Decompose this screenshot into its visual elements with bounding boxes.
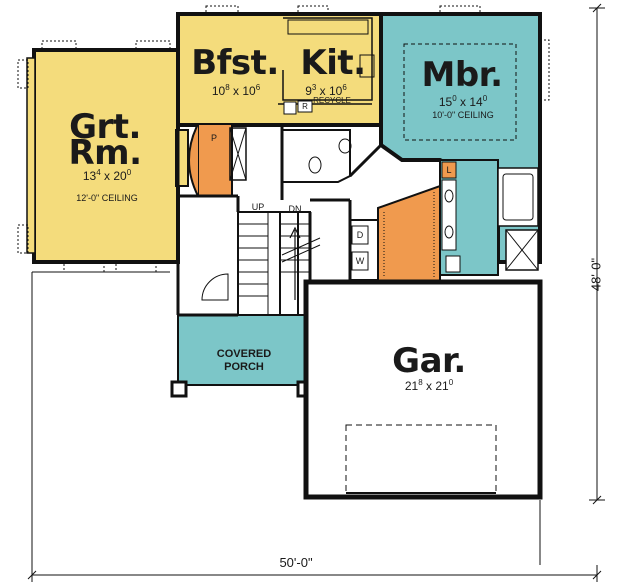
gr-w: 13 — [82, 169, 97, 183]
great-room-side-window-2 — [17, 224, 29, 254]
master-bedroom-name: Mbr. — [421, 55, 503, 95]
porch-label-2: PORCH — [224, 361, 264, 373]
kitchen-sink — [359, 54, 375, 78]
laundry-room — [349, 219, 379, 281]
breakfast-dimensions: 108 x 106 — [211, 83, 261, 98]
r-box — [297, 100, 313, 113]
k-w: 9 — [305, 84, 312, 98]
great-room-area — [32, 48, 180, 264]
porch-label-1: COVERED — [216, 348, 272, 360]
bf-d-in: 6 — [255, 83, 261, 92]
closet-x2 — [229, 127, 247, 181]
great-room-name-1: Grt. — [69, 107, 141, 147]
porch-column-left — [170, 380, 188, 398]
overall-width: 50'-0" — [279, 555, 313, 570]
dryer-label: D — [356, 230, 364, 240]
angled-wall — [348, 143, 383, 178]
tray-ceiling — [403, 43, 517, 141]
recycle-box — [283, 101, 297, 115]
breakfast-window — [205, 5, 239, 16]
great-room-bay-left — [26, 57, 36, 254]
gr-w-in: 4 — [96, 168, 101, 177]
mbr-d: 14 — [469, 95, 483, 109]
great-room-window-top-right — [135, 40, 171, 52]
linen-label: L — [446, 165, 452, 175]
tub-inner — [502, 173, 534, 221]
bf-w-in: 8 — [225, 83, 230, 92]
stairs-up-label: UP — [251, 202, 265, 212]
mbr-window-side — [539, 39, 550, 101]
great-room-closet — [229, 127, 247, 181]
mbr-w-in: 0 — [452, 94, 457, 103]
garage-name: Gar. — [392, 341, 466, 381]
great-room-side-window-1 — [17, 59, 29, 89]
mbr-window-top — [439, 5, 481, 16]
sink-2 — [444, 225, 454, 239]
washer — [351, 251, 369, 271]
master-bedroom-dimensions: 150 x 140 — [438, 94, 488, 109]
pantry-label: P — [210, 133, 217, 143]
master-bedroom-ceiling: 10'-0" CEILING — [432, 110, 494, 120]
covered-porch — [177, 314, 307, 386]
r-label: R — [302, 102, 308, 111]
k-w-in: 3 — [311, 83, 317, 92]
powder-sink — [338, 138, 352, 154]
recycle-label: RECYCLE — [313, 96, 351, 105]
sink-1 — [444, 189, 454, 203]
washer-label: W — [355, 256, 365, 266]
stairs-down-label: DN — [288, 204, 302, 214]
stair-arrowhead — [289, 226, 301, 239]
gar-d: 21 — [435, 379, 449, 393]
great-room-ceiling: 12'-0" CEILING — [76, 193, 138, 203]
k-d-in: 6 — [342, 83, 347, 92]
overall-depth: 48'-0" — [588, 257, 604, 292]
stair-break — [281, 237, 321, 263]
powder-toilet — [308, 156, 322, 174]
bf-w: 10 — [211, 84, 226, 98]
mbr-d-in: 0 — [482, 94, 488, 103]
k-d: 10 — [329, 84, 343, 98]
kitchen-name: Kit. — [300, 43, 366, 83]
entry-door-swing — [201, 273, 229, 301]
gar-d-in: 0 — [448, 378, 454, 387]
walk-in-closet — [377, 184, 441, 283]
linen-box — [441, 161, 457, 179]
gar-w: 21 — [404, 379, 419, 393]
breakfast-kitchen-area — [176, 12, 383, 127]
shower-x2 — [505, 229, 539, 271]
great-room-dimensions: 134 x 200 — [82, 168, 132, 183]
kitchen-counter — [282, 17, 373, 101]
gr-d: 20 — [113, 169, 127, 183]
dimension-lines — [27, 3, 605, 582]
garage-dimensions: 218 x 210 — [404, 378, 454, 393]
bf-d: 10 — [242, 84, 256, 98]
gr-d-in: 0 — [126, 168, 132, 177]
great-room-name-2: Rm. — [68, 133, 142, 173]
garage-area — [303, 279, 543, 500]
powder-room — [281, 129, 351, 183]
kitchen-window — [297, 5, 329, 16]
kitchen-island — [287, 19, 369, 35]
dryer — [351, 225, 369, 245]
tub — [497, 167, 539, 227]
great-room-window-top-left — [41, 40, 77, 52]
breakfast-name: Bfst. — [191, 43, 279, 83]
toilet-area — [445, 255, 461, 273]
pantry-curve — [188, 123, 199, 197]
kitchen-dimensions: 93 x 106 — [305, 83, 347, 98]
mbr-w: 15 — [438, 95, 453, 109]
gar-w-in: 8 — [418, 378, 423, 387]
